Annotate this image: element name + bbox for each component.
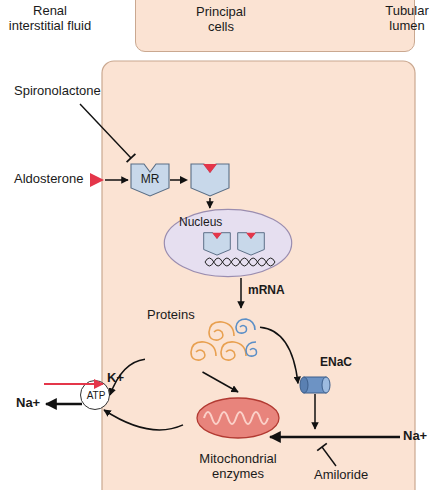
potassium-flow-line — [44, 383, 103, 385]
mitochondrion — [197, 398, 279, 438]
protein-swirl — [221, 342, 246, 360]
connector-arrow — [203, 372, 239, 392]
ion-label: Na+ — [16, 396, 40, 411]
protein-swirls — [191, 319, 257, 360]
sodium-entry-arrows — [270, 394, 400, 437]
node-text: Mitochondrial enzymes — [183, 452, 293, 482]
nucleus-ellipse: Nucleus — [163, 208, 293, 278]
potassium-arrow — [44, 384, 103, 385]
mitochondrion-outer — [197, 398, 279, 438]
nuclear-receptor — [238, 233, 265, 255]
edge-label: mRNA — [248, 284, 285, 298]
dna-strand — [205, 258, 275, 266]
pump-circle: ATP — [80, 380, 110, 410]
sodium-flow-line — [314, 394, 316, 429]
amiloride-inhibition — [317, 443, 336, 466]
connector-arrow — [170, 180, 210, 208]
principal-cell-body — [102, 61, 415, 490]
ion-label: K+ — [107, 371, 124, 386]
node-text: ENaC — [320, 356, 352, 370]
dna-helix — [205, 258, 275, 266]
receptor-shape — [204, 233, 231, 255]
connector-arrow — [104, 410, 183, 430]
receptor-box: MR — [130, 163, 170, 197]
hormone-label: Aldosterone — [14, 172, 83, 187]
bound-ligand — [212, 233, 222, 239]
inhibitor-bar — [127, 154, 136, 162]
drug-label: Amiloride — [314, 468, 368, 483]
sodium-flow-line — [270, 436, 400, 438]
activated-receptor — [191, 164, 229, 196]
node-text: Nucleus — [179, 216, 222, 230]
aldosterone-ligand — [90, 173, 128, 187]
aldosterone-triangle — [90, 173, 104, 187]
nuclear-receptor — [204, 233, 231, 255]
region-label: Renal interstitial fluid — [4, 4, 96, 34]
connector-arrow — [110, 359, 145, 395]
inhibitor-line — [322, 447, 336, 466]
dna-strand — [205, 258, 275, 266]
mitochondrion-cristae — [204, 412, 268, 424]
connector-arrow — [260, 327, 298, 383]
receptor-shape — [238, 233, 265, 255]
protein-swirl — [236, 319, 255, 333]
sodium-flow-line — [46, 403, 82, 405]
node-text: ATP — [81, 390, 111, 402]
protein-swirl — [191, 342, 216, 360]
node-text: Principal cells — [186, 5, 256, 35]
node-text: Proteins — [147, 308, 195, 323]
protein-group: Proteins — [145, 308, 260, 372]
protein-swirl — [209, 322, 234, 340]
binding-arrow — [105, 179, 128, 181]
drug-label: Spironolactone — [14, 84, 101, 99]
bound-ligand — [203, 164, 217, 173]
activation-arrowhead — [180, 176, 188, 184]
ion-label: Na+ — [403, 429, 427, 444]
receptor-shape — [191, 164, 229, 196]
neighbor-cell: Principal cells — [135, 0, 415, 52]
inhibitor-bar — [317, 443, 327, 450]
enac-channel-symbol — [300, 377, 330, 393]
channel-node: ENaC — [298, 356, 356, 398]
sodium-exit-arrow — [46, 404, 82, 405]
channel-end — [300, 377, 308, 393]
receptor-shape — [131, 164, 169, 196]
region-label: Tubular lumen — [372, 4, 442, 34]
channel-end — [322, 377, 330, 393]
bound-ligand — [246, 233, 256, 239]
nucleus-shape — [164, 209, 291, 276]
connector-arrow — [240, 278, 242, 308]
spironolactone-inhibition — [80, 104, 135, 162]
node-text: MR — [130, 173, 170, 187]
mitochondria-node: Mitochondrial enzymes — [183, 392, 293, 486]
inhibitor-line — [80, 104, 131, 158]
protein-swirl — [246, 342, 257, 356]
